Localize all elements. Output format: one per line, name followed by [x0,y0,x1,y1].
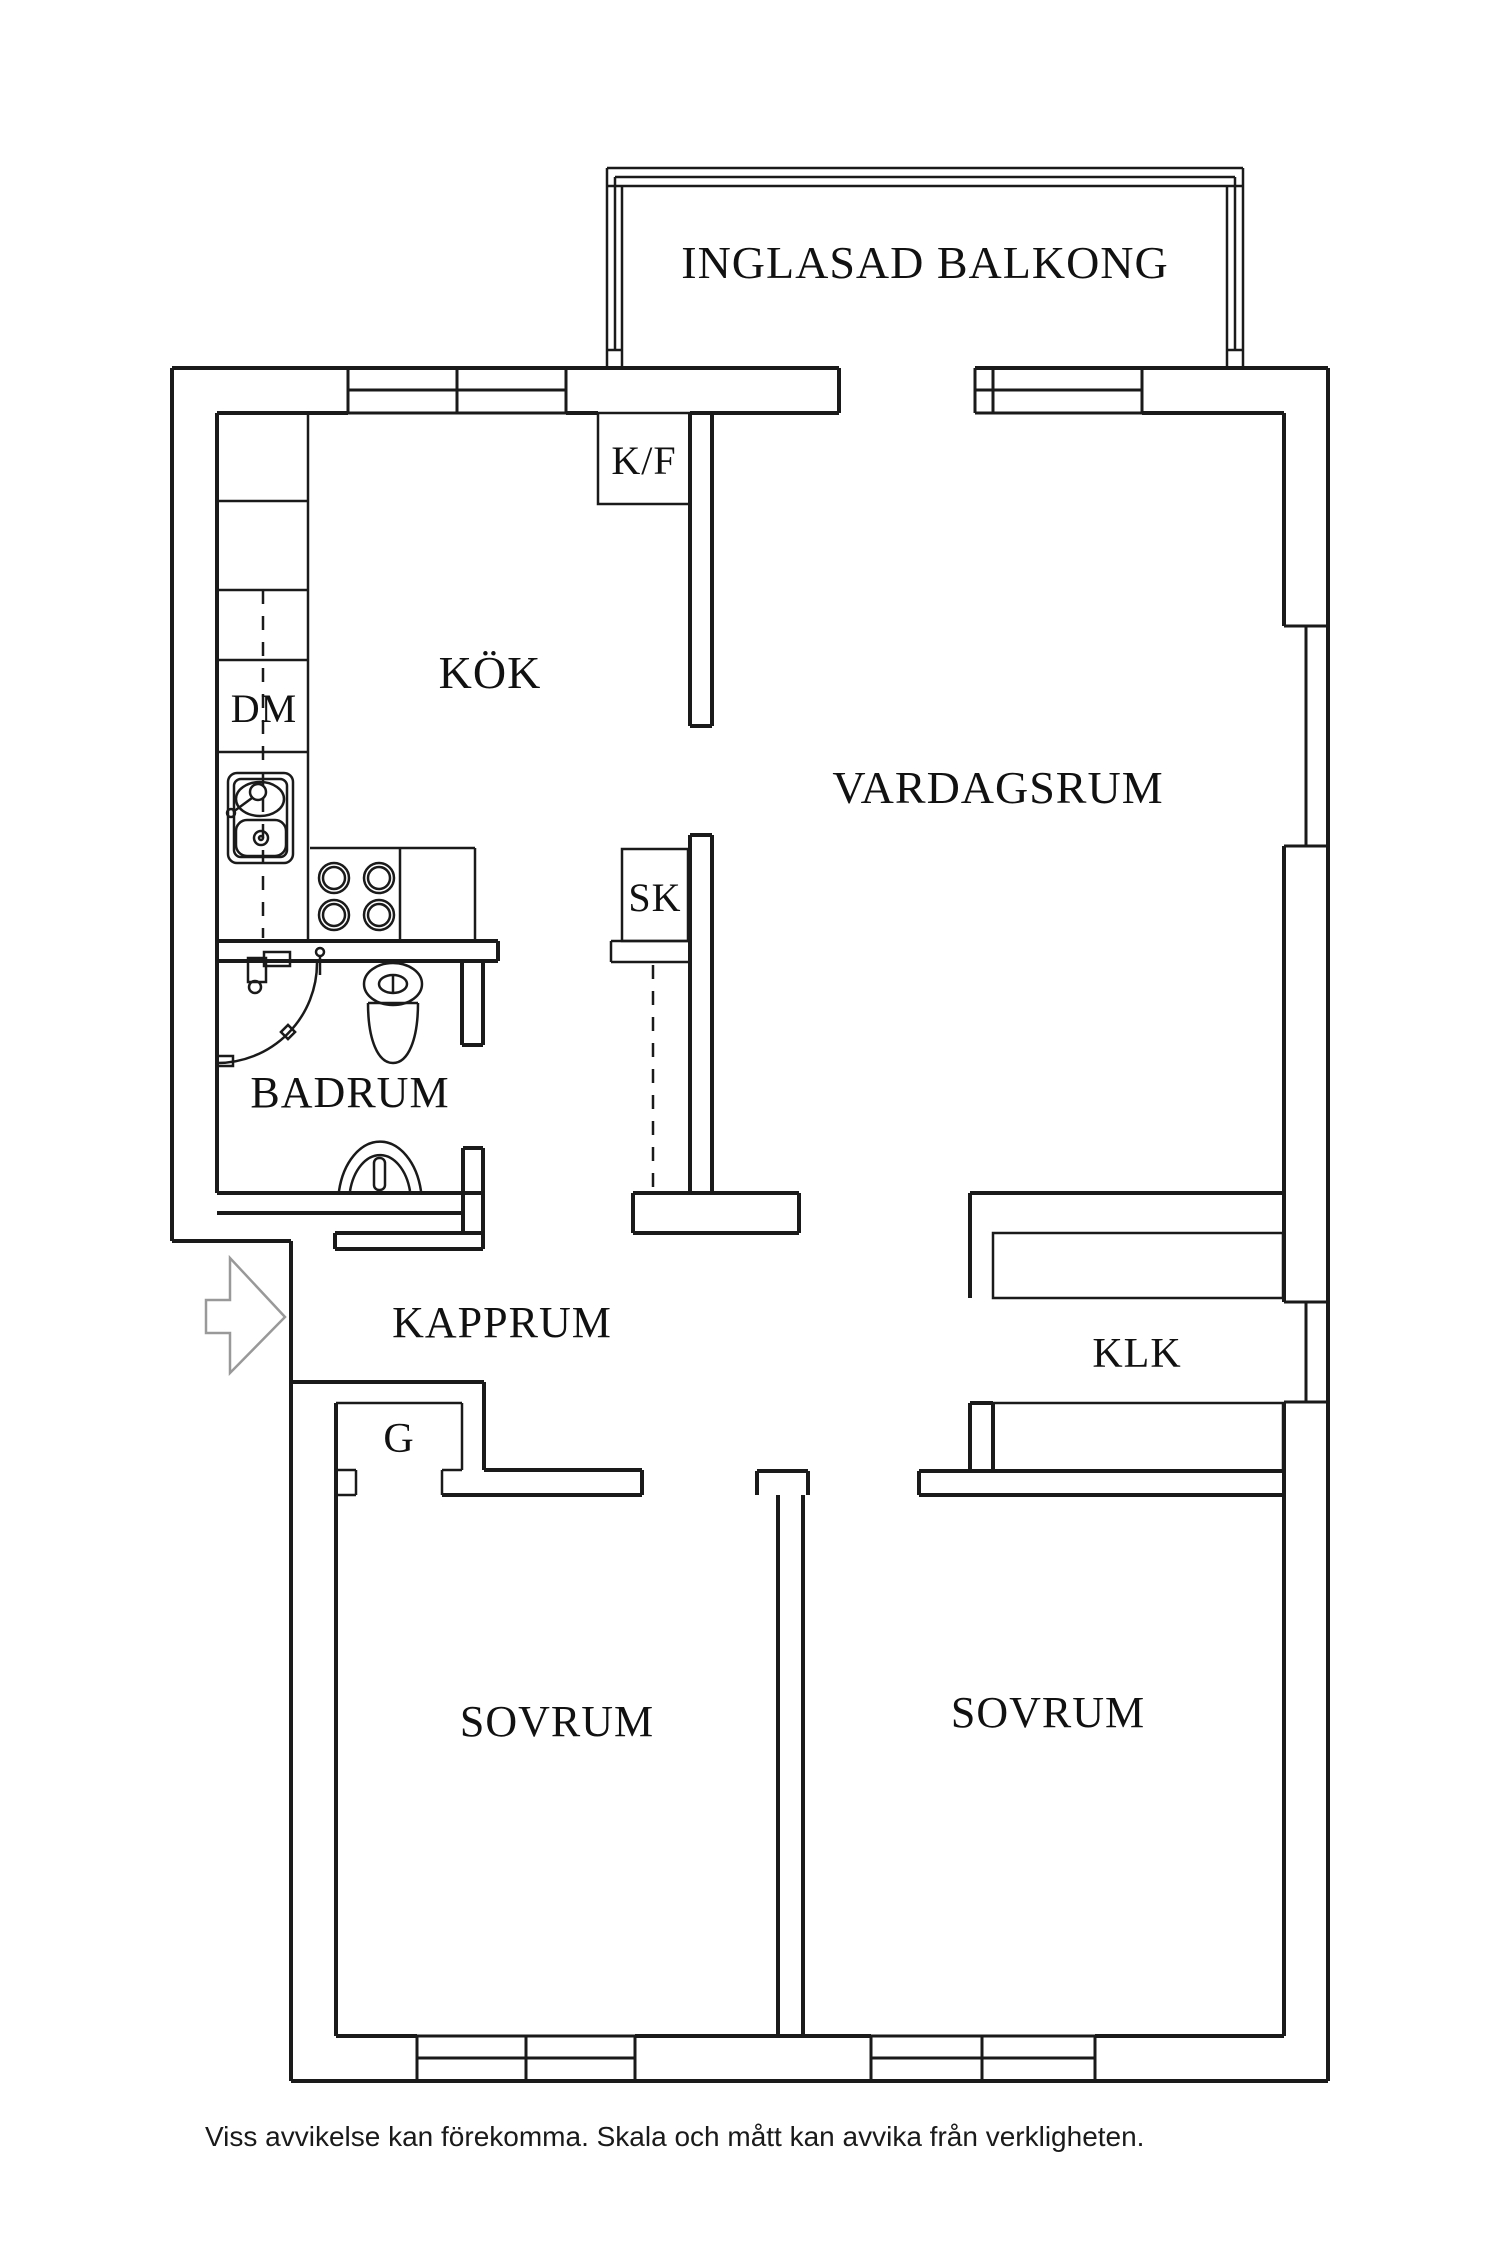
entry-arrow-icon [204,1254,287,1377]
balcony-glazing [605,166,1245,368]
kitchen-window [346,366,568,415]
balcony-label: INGLASAD BALKONG [681,237,1168,288]
living-room-side-window [1284,624,1328,848]
cleaning-cabinet-label: SK [628,875,681,920]
living-room-label: VARDAGSRUM [832,762,1163,813]
fridge-freezer-box [596,411,692,506]
bedroom-right-label: SOVRUM [951,1688,1145,1737]
sink-icon [225,771,295,865]
living-room-top-window [973,366,1144,415]
bathroom-label: BADRUM [250,1068,449,1117]
bedroom-left-label: SOVRUM [460,1697,654,1746]
shower-icon [215,946,326,1068]
kitchen-label: KÖK [439,647,542,698]
closet-side-window [1284,1300,1328,1404]
bedroom-right-window [869,2034,1097,2083]
wardrobe-g-box [334,1401,464,1497]
windows [346,366,1328,2083]
cleaning-cabinet-box [609,847,690,1190]
klk-wardrobe-top [991,1231,1285,1300]
kitchen-cabinets [217,411,310,941]
dishwasher-label: DM [231,686,297,731]
washbasin-icon [337,1140,423,1192]
walk-in-closet-label: KLK [1092,1331,1181,1377]
walls [170,366,1330,2083]
hallway-label: KAPPRUM [392,1298,612,1347]
fridge-freezer-label: K/F [611,438,676,483]
stove-icon [310,846,477,941]
wardrobe-label: G [383,1416,414,1462]
bedroom-left-window [415,2034,637,2083]
disclaimer-text: Viss avvikelse kan förekomma. Skala och … [205,2121,1144,2152]
room-labels: INGLASAD BALKONG K/F KÖK DM VARDAGSRUM S… [205,237,1181,2152]
toilet-icon [362,961,424,1065]
klk-wardrobe-bottom [991,1401,1285,1473]
